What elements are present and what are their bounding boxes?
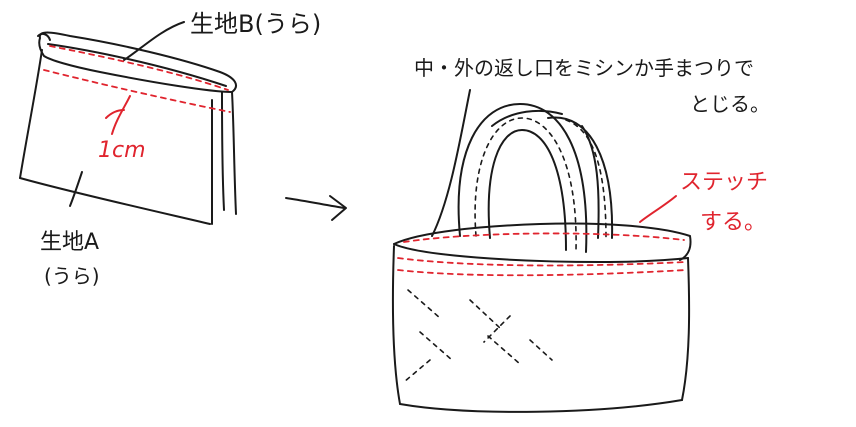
handle-front-outer [457,103,588,253]
left-bag-rim-inner [47,43,227,87]
quilt-mark-1 [407,289,441,319]
left-bag-right-seam [221,91,225,211]
left-bag-right-side [231,91,237,215]
arrow-shaft [285,197,345,209]
leader-1cm-tick [105,109,125,119]
quilt-mark-5 [403,359,431,383]
handle-front-inner [487,129,567,251]
handle-back-stitch [565,119,607,239]
label-fabric-a-inside: (うら) [44,264,100,288]
right-bag [391,103,692,413]
right-bag-red-stitch-1 [397,257,687,267]
leader-fabric-a [69,171,83,207]
left-bag-red-stitch-2 [43,69,231,113]
leader-1cm [111,95,131,135]
left-bag-bottom [19,177,211,225]
right-bag-rim-front [393,243,689,263]
right-bag-left-side [391,245,401,405]
label-close-opening-1: 中・外の返し口をミシンか手まつりで [414,56,754,80]
left-bag-fold [37,32,51,41]
leader-opening [431,89,471,237]
quilt-mark-4 [487,335,521,365]
handle-back-outer [491,109,563,127]
quilt-mark-3 [469,299,501,329]
label-fabric-b-inside: 生地B(うら) [190,10,322,38]
label-close-opening-2: とじる。 [690,92,770,116]
label-stitch-2: する。 [700,210,767,235]
handle-back [547,116,614,239]
arrow-head [329,195,347,221]
right-bag-red-stitch-rim [403,232,685,243]
right-bag-red-stitch-2 [397,269,687,277]
right-bag-bottom [399,399,683,413]
handle-front-stitch [474,117,577,251]
quilt-mark-6 [483,315,511,343]
label-fabric-a: 生地A [40,230,100,255]
right-bag-right-side [681,257,691,401]
left-bag-left-side [19,49,43,179]
leader-stitch [639,195,677,223]
label-stitch-1: ステッチ [680,170,769,195]
arrow [285,195,347,221]
left-bag-red-stitch-1 [49,45,229,91]
quilt-mark-2 [419,331,453,361]
handle-back-inner [581,125,600,239]
label-seam-allowance: 1cm [98,138,146,163]
left-bag [19,31,237,225]
right-bag-rim [393,222,692,261]
quilt-mark-7 [529,339,553,361]
leader-fabric-b [123,21,185,61]
